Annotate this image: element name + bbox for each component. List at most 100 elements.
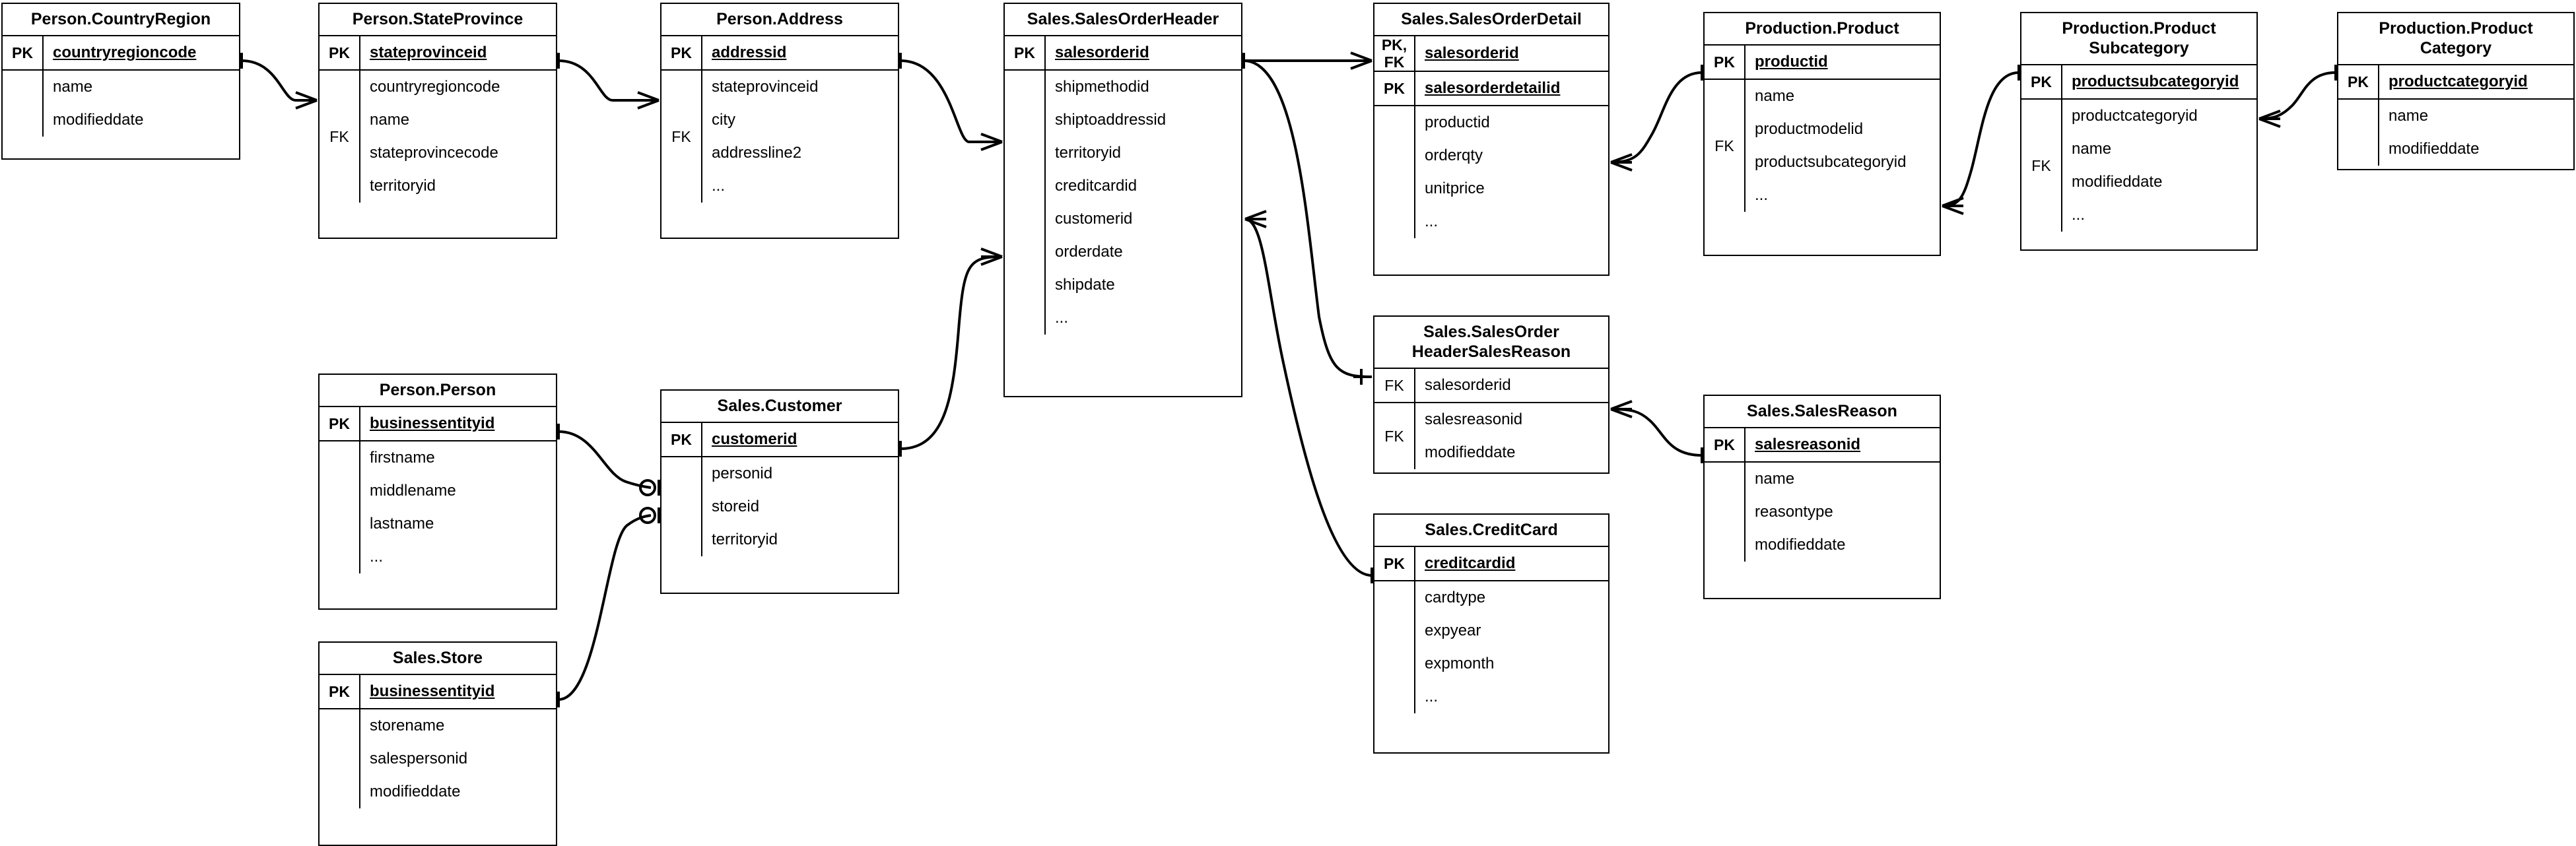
attribute-field[interactable]: ... [1425, 212, 1439, 230]
attribute-field[interactable]: middlename [370, 482, 456, 500]
attribute-field[interactable]: salesorderid [1425, 376, 1511, 394]
entity-title: Person.Person [320, 375, 556, 407]
key-indicator [320, 709, 360, 808]
attribute-field[interactable]: modifieddate [2072, 173, 2163, 191]
attribute-field[interactable]: modifieddate [370, 783, 461, 800]
attribute-field[interactable]: ... [2072, 206, 2085, 224]
attribute-field[interactable]: ... [712, 177, 726, 195]
primary-key-field[interactable]: productid [1755, 53, 1828, 71]
attribute-field[interactable]: ... [1055, 309, 1069, 327]
entity-title: Sales.SalesOrder HeaderSalesReason [1374, 317, 1608, 369]
edge-countryregion-to-stateprovince [240, 53, 318, 110]
primary-key-field[interactable]: productcategoryid [2389, 73, 2528, 90]
attribute-field[interactable]: productid [1425, 114, 1490, 131]
attribute-field[interactable]: creditcardid [1055, 177, 1137, 195]
attribute-field[interactable]: expmonth [1425, 655, 1495, 672]
key-indicator: PK [661, 423, 702, 456]
attribute-field[interactable]: addressline2 [712, 144, 802, 162]
attribute-field[interactable]: ... [370, 548, 384, 566]
attribute-field[interactable]: shipdate [1055, 276, 1115, 294]
attribute-field[interactable]: modifieddate [2389, 140, 2480, 158]
edge-productsubcategory-to-product [1942, 65, 2020, 215]
primary-key-field[interactable]: salesorderid [1425, 44, 1519, 62]
primary-key-field[interactable]: customerid [712, 430, 797, 448]
edge-customer-to-salesorderheader [899, 247, 1003, 457]
attribute-field[interactable]: territoryid [370, 177, 436, 195]
attribute-field[interactable]: name [1755, 87, 1795, 105]
attribute-field[interactable]: unitprice [1425, 179, 1485, 197]
field-list: creditcardid [1415, 547, 1608, 580]
key-indicator: PK [1705, 46, 1746, 79]
key-indicator [3, 71, 44, 137]
attribute-field[interactable]: storeid [712, 498, 760, 515]
attribute-field[interactable]: territoryid [1055, 144, 1122, 162]
attribute-field[interactable]: stateprovincecode [370, 144, 498, 162]
attribute-field[interactable]: modifieddate [1425, 443, 1516, 461]
entity-section: shipmethodid shiptoaddressid territoryid cr… [1005, 71, 1241, 335]
attribute-field[interactable]: customerid [1055, 210, 1133, 228]
attribute-field[interactable]: name [2072, 140, 2112, 158]
field-list: name modifieddate [44, 71, 239, 137]
attribute-field[interactable]: name [53, 78, 93, 96]
attribute-field[interactable]: name [370, 111, 410, 129]
primary-key-field[interactable]: businessentityid [370, 414, 495, 432]
attribute-field[interactable]: personid [712, 465, 773, 482]
key-indicator: PK, FK [1374, 36, 1415, 71]
attribute-field[interactable]: stateprovinceid [712, 78, 819, 96]
attribute-field[interactable]: firstname [370, 449, 435, 467]
attribute-field[interactable]: shipmethodid [1055, 78, 1149, 96]
attribute-field[interactable]: cardtype [1425, 589, 1486, 606]
attribute-field[interactable]: productsubcategoryid [1755, 153, 1907, 171]
entity-title: Sales.SalesOrderHeader [1005, 4, 1241, 36]
primary-key-field[interactable]: salesreasonid [1755, 436, 1861, 453]
attribute-field[interactable]: ... [1425, 688, 1439, 705]
primary-key-field[interactable]: countryregioncode [53, 44, 197, 61]
attribute-field[interactable]: name [2389, 107, 2429, 125]
key-indicator: FK [1374, 403, 1415, 469]
attribute-field[interactable]: city [712, 111, 735, 129]
attribute-field[interactable]: productcategoryid [2072, 107, 2198, 125]
primary-key-field[interactable]: productsubcategoryid [2072, 73, 2239, 90]
attribute-field[interactable]: shiptoaddressid [1055, 111, 1167, 129]
primary-key-field[interactable]: addressid [712, 44, 787, 61]
primary-key-field[interactable]: salesorderdetailid [1425, 79, 1561, 97]
attribute-field[interactable]: modifieddate [1755, 536, 1846, 554]
attribute-field[interactable]: productmodelid [1755, 120, 1864, 138]
attribute-field[interactable]: lastname [370, 515, 434, 533]
primary-key-field[interactable]: stateprovinceid [370, 44, 487, 61]
attribute-field[interactable]: storename [370, 717, 445, 734]
attribute-field[interactable]: orderqty [1425, 146, 1483, 164]
attribute-field[interactable]: name [1755, 470, 1795, 488]
edge-salesorderheader-to-salesorderdetail [1242, 51, 1373, 70]
attribute-field[interactable]: expyear [1425, 622, 1481, 639]
attribute-field[interactable]: modifieddate [53, 111, 144, 129]
attribute-field[interactable]: countryregioncode [370, 78, 500, 96]
attribute-field[interactable]: orderdate [1055, 243, 1123, 261]
edge-product-to-salesorderdetail [1610, 65, 1703, 172]
primary-key-field[interactable]: businessentityid [370, 682, 495, 700]
attribute-field[interactable]: salesreasonid [1425, 410, 1523, 428]
attribute-field[interactable]: ... [1755, 186, 1769, 204]
attribute-field[interactable]: territoryid [712, 531, 778, 548]
attribute-field[interactable]: salespersonid [370, 750, 468, 767]
attribute-field[interactable]: reasontype [1755, 503, 1833, 521]
primary-key-field[interactable]: creditcardid [1425, 554, 1516, 572]
primary-key-field[interactable]: salesorderid [1055, 44, 1149, 61]
